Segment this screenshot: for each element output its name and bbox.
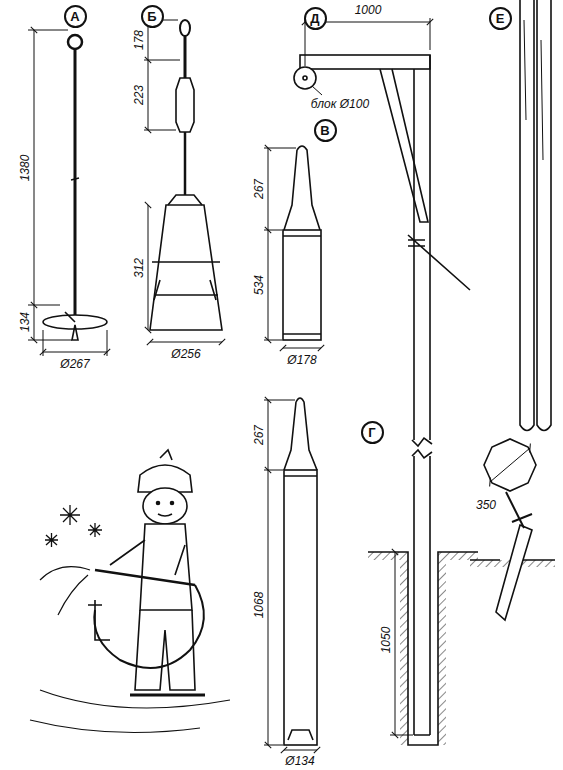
dimension-label: Ø134 [284,754,315,768]
part-letter-circle: Д [304,7,327,30]
part-letter-circle: Г [361,421,384,444]
dimension-lines [28,18,430,750]
dimension-label: 1050 [379,626,393,655]
dimension-label: 267 [252,178,266,200]
dimension-label: Ø178 [286,353,317,367]
dimension-label: 1068 [252,591,266,620]
dimension-label: 534 [252,274,266,296]
part-letter-circle: Е [489,7,512,30]
dimension-label: 350 [475,498,497,512]
part-letter: Д [310,11,319,26]
dimension-label: 134 [18,311,32,333]
dimension-label: 178 [132,29,146,51]
dimension-label: 223 [132,84,146,106]
dimension-label: Ø267 [59,357,90,371]
part-letter: Г [368,425,375,440]
part-letter: А [70,9,79,24]
part-letter: Е [496,11,505,26]
part-letter: В [320,123,329,138]
dimension-label: 1380 [18,154,32,183]
dimension-label: блок Ø100 [310,97,370,111]
dimension-label: 267 [252,424,266,446]
dimension-label: Ø256 [170,347,201,361]
part-letter-circle: Б [141,5,164,28]
part-letter-circle: В [314,119,337,142]
dimension-label: 1000 [354,3,383,17]
dimension-label: 312 [132,257,146,279]
parts [30,0,555,745]
part-letter: Б [147,9,156,24]
part-letter-circle: А [64,5,87,28]
